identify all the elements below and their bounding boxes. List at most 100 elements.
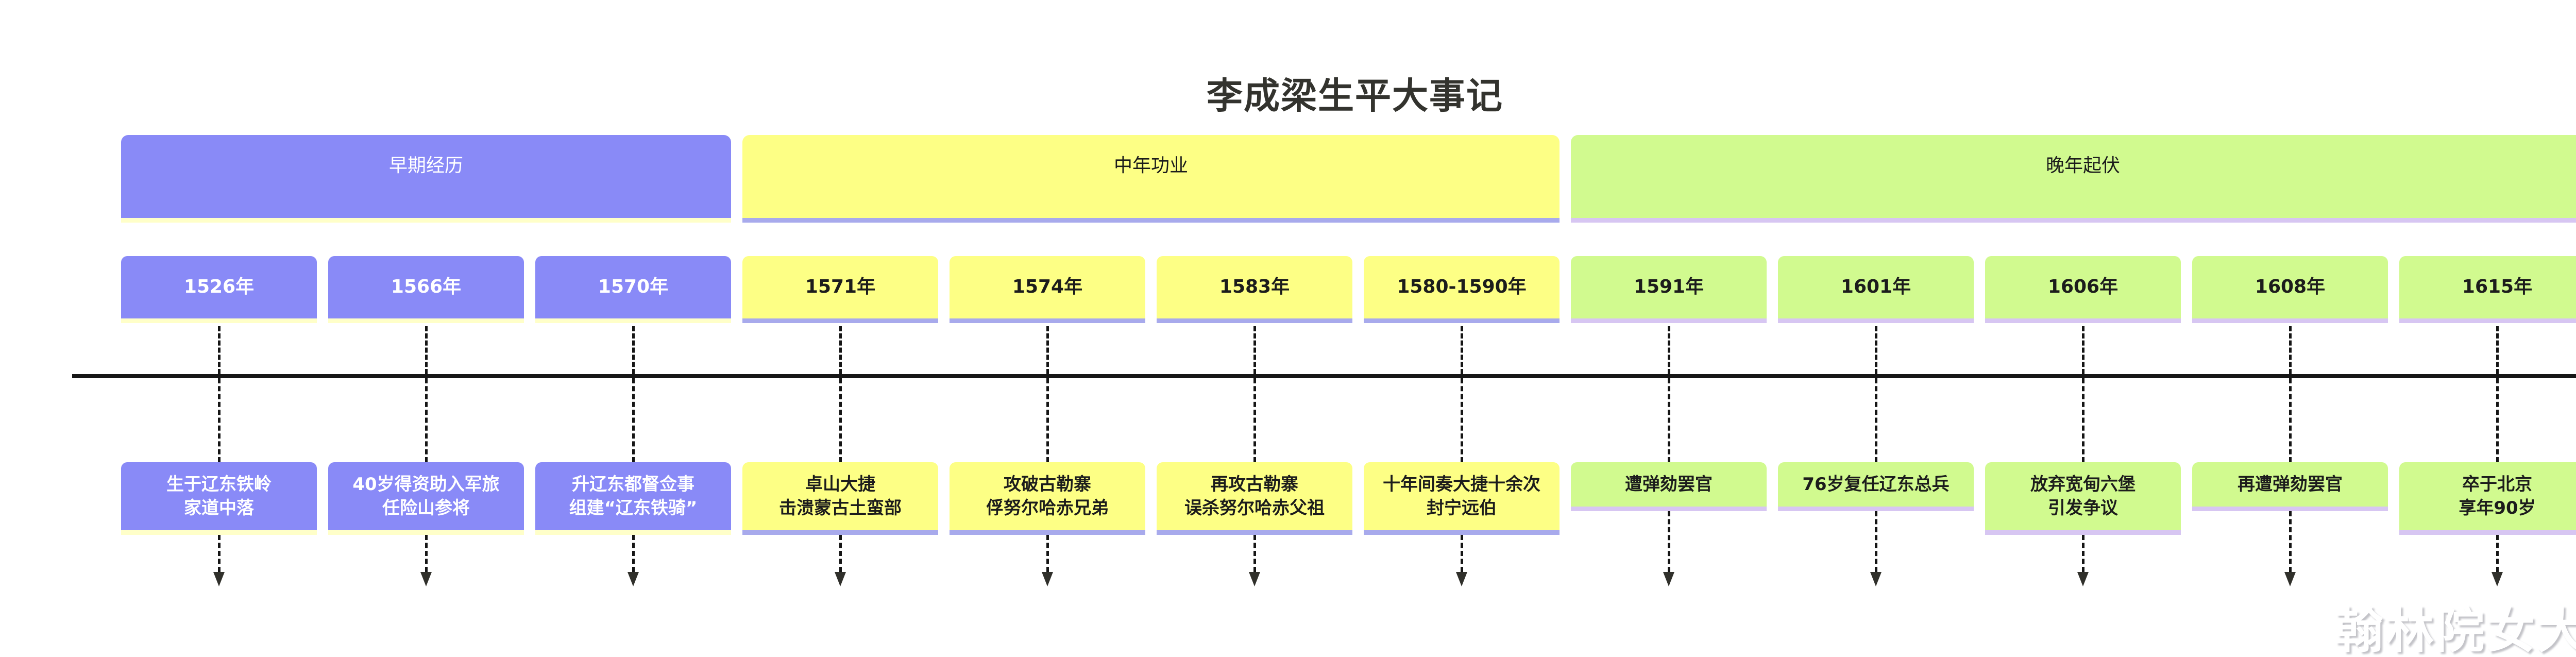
dashed-connector [1668,326,1670,374]
section-label: 中年功业 [1113,155,1188,176]
event-box: 40岁得资助入军旅 任险山参将 [328,462,524,535]
event-text-line: 卒于北京 [2462,474,2532,495]
event-text-line: 放弃宽甸六堡 [2030,474,2136,495]
year-box: 1580-1590年 [1364,256,1560,323]
down-arrow-icon [628,572,639,586]
timeline-column: 1591年 遭弹劾罢官 [1571,0,1767,657]
year-label: 1583年 [1219,276,1290,297]
year-label: 1606年 [2047,276,2119,297]
year-label: 1615年 [2462,276,2533,297]
event-box: 放弃宽甸六堡 引发争议 [1985,462,2181,535]
dashed-connector [1046,326,1049,374]
down-arrow-icon [2492,572,2503,586]
down-arrow-icon [1042,572,1053,586]
year-label: 1591年 [1633,276,1704,297]
event-text-line: 享年90岁 [2459,498,2536,518]
dashed-connector [2082,378,2084,462]
event-group: 76岁复任辽东总兵 [1778,462,1974,586]
dashed-connector [1253,326,1256,374]
event-text-line: 40岁得资助入军旅 [352,474,500,495]
event-group: 放弃宽甸六堡 引发争议 [1985,462,2181,586]
event-text-line: 卓山大捷 [805,474,875,495]
year-label: 1570年 [598,276,669,297]
dashed-connector [839,378,842,462]
watermark: 翰林院女大学士 [2334,603,2576,657]
event-text-line: 击溃蒙古土蛮部 [779,498,902,518]
dashed-connector [425,378,428,462]
event-group: 攻破古勒寨 俘努尔哈赤兄弟 [950,462,1145,586]
year-box: 1615年 [2399,256,2576,323]
year-box: 1583年 [1157,256,1352,323]
dashed-connector [1874,511,1877,572]
dashed-connector [1460,535,1463,572]
year-box: 1591年 [1571,256,1767,323]
dashed-connector [2081,535,2084,572]
year-box: 1566年 [328,256,524,323]
event-text-line: 家道中落 [184,498,254,518]
event-box: 再攻古勒寨 误杀努尔哈赤父祖 [1157,462,1352,535]
dashed-connector [632,535,635,572]
dashed-connector [2289,378,2292,462]
event-text-line: 76岁复任辽东总兵 [1802,474,1950,495]
timeline-axis [72,374,2576,378]
event-group: 升辽东都督佥事 组建“辽东铁骑” [535,462,731,586]
dashed-connector [217,535,221,572]
year-box: 1606年 [1985,256,2181,323]
timeline-column: 1601年 76岁复任辽东总兵 [1778,0,1974,657]
event-text-line: 再攻古勒寨 [1211,474,1298,495]
timeline-column: 1571年 卓山大捷 击溃蒙古土蛮部 [742,0,938,657]
event-box: 生于辽东铁岭 家道中落 [121,462,317,535]
year-box: 1526年 [121,256,317,323]
event-box: 再遭弹劾罢官 [2192,462,2388,511]
year-box: 1570年 [535,256,731,323]
event-box: 卒于北京 享年90岁 [2399,462,2576,535]
dashed-connector [839,326,842,374]
timeline-column: 1606年 放弃宽甸六堡 引发争议 [1985,0,2181,657]
dashed-connector [2496,326,2499,374]
event-text-line: 升辽东都督佥事 [572,474,694,495]
event-box: 攻破古勒寨 俘努尔哈赤兄弟 [950,462,1145,535]
timeline-column: 1580-1590年 十年间奏大捷十余次 封宁远伯 [1364,0,1560,657]
year-label: 1608年 [2255,276,2326,297]
year-label: 1571年 [805,276,876,297]
dashed-connector [1875,378,1877,462]
event-text-line: 遭弹劾罢官 [1625,474,1713,495]
year-label: 1601年 [1840,276,1911,297]
event-text-line: 再遭弹劾罢官 [2238,474,2343,495]
event-box: 76岁复任辽东总兵 [1778,462,1974,511]
year-label: 1574年 [1012,276,1083,297]
down-arrow-icon [1870,572,1882,586]
event-text-line: 任险山参将 [382,498,470,518]
page-title: 李成梁生平大事记 [1207,75,1503,117]
event-group: 40岁得资助入军旅 任险山参将 [328,462,524,586]
year-box: 1574年 [950,256,1145,323]
event-group: 遭弹劾罢官 [1571,462,1767,586]
down-arrow-icon [213,572,225,586]
section-band-early: 早期经历 [121,135,731,223]
dashed-connector [1461,378,1463,462]
dashed-connector [1875,326,1877,374]
dashed-connector [839,535,842,572]
down-arrow-icon [1456,572,1467,586]
down-arrow-icon [2284,572,2296,586]
dashed-connector [2082,326,2084,374]
down-arrow-icon [1663,572,1674,586]
timeline-column: 1526年 生于辽东铁岭 家道中落 [121,0,317,657]
event-text-line: 十年间奏大捷十余次 [1383,474,1540,495]
dashed-connector [1253,378,1256,462]
event-group: 卒于北京 享年90岁 [2399,462,2576,586]
section-label: 早期经历 [388,155,463,176]
event-text-line: 引发争议 [2048,498,2118,518]
dashed-connector [218,326,221,374]
year-box: 1571年 [742,256,938,323]
timeline-column: 1608年 再遭弹劾罢官 [2192,0,2388,657]
dashed-connector [1668,378,1670,462]
year-box: 1608年 [2192,256,2388,323]
event-text-line: 封宁远伯 [1427,498,1497,518]
event-text-line: 生于辽东铁岭 [166,474,272,495]
year-label: 1580-1590年 [1397,276,1527,297]
dashed-connector [218,378,221,462]
year-label: 1566年 [391,276,462,297]
section-label: 晚年起伏 [2045,155,2120,176]
dashed-connector [1046,535,1049,572]
